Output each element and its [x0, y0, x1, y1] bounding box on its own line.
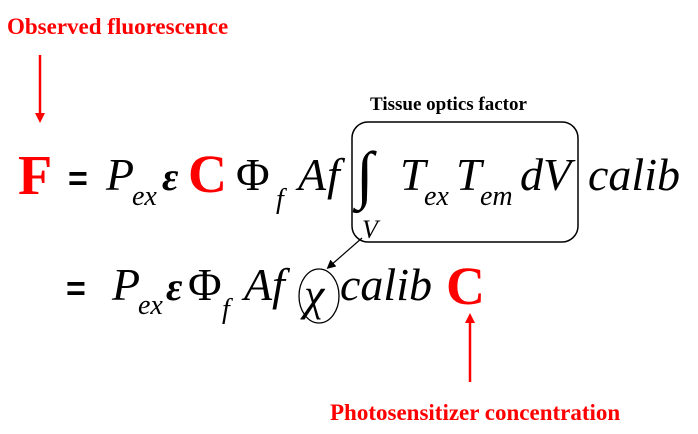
power-symbol: P — [105, 149, 134, 200]
tissue-optics-label: Tissue optics factor — [370, 94, 527, 115]
integral-symbol: ∫ — [352, 139, 377, 214]
phi-symbol-2: Φ — [188, 259, 222, 310]
concentration-symbol-2: C — [446, 256, 485, 316]
phi-subscript-2: f — [222, 294, 233, 325]
phi-symbol: Φ — [236, 149, 270, 200]
transmission-em-subscript: em — [480, 181, 513, 212]
integral-subscript: V — [362, 215, 381, 244]
f-symbol: f — [327, 149, 346, 200]
observed-fluorescence-label: Observed fluorescence — [7, 14, 228, 39]
volume-differential: dV — [520, 149, 576, 200]
epsilon-symbol-2: ε — [166, 264, 183, 309]
power-subscript-2: ex — [138, 290, 163, 321]
power-subscript: ex — [132, 181, 157, 212]
optics-to-chi-arrow — [326, 237, 363, 269]
epsilon-symbol: ε — [162, 154, 179, 199]
transmission-ex-subscript: ex — [424, 181, 449, 212]
transmission-em-symbol: T — [456, 149, 485, 200]
chi-symbol: χ — [300, 269, 326, 320]
concentration-symbol-1: C — [188, 144, 227, 204]
area-symbol: A — [295, 149, 327, 200]
calib-2: calib — [340, 259, 432, 310]
transmission-ex-symbol: T — [400, 149, 429, 200]
equals-sign-2: = — [66, 270, 86, 308]
equation-line-1: F = P ex ε C Φ f A f ∫ V T ex T em dV ca… — [18, 139, 680, 244]
equals-sign-1: = — [68, 160, 88, 198]
tissue-optics-box — [351, 121, 579, 243]
calib-1: calib — [588, 149, 680, 200]
equation-line-2: = P ex ε Φ f A f χ calib C — [66, 256, 485, 325]
f-symbol-2: f — [272, 259, 291, 310]
area-symbol-2: A — [241, 259, 273, 310]
photosensitizer-concentration-label: Photosensitizer concentration — [330, 400, 620, 425]
fluorescence-symbol: F — [18, 145, 52, 207]
power-symbol-2: P — [111, 259, 140, 310]
chi-highlight-ellipse — [298, 268, 340, 324]
phi-subscript: f — [276, 184, 287, 215]
